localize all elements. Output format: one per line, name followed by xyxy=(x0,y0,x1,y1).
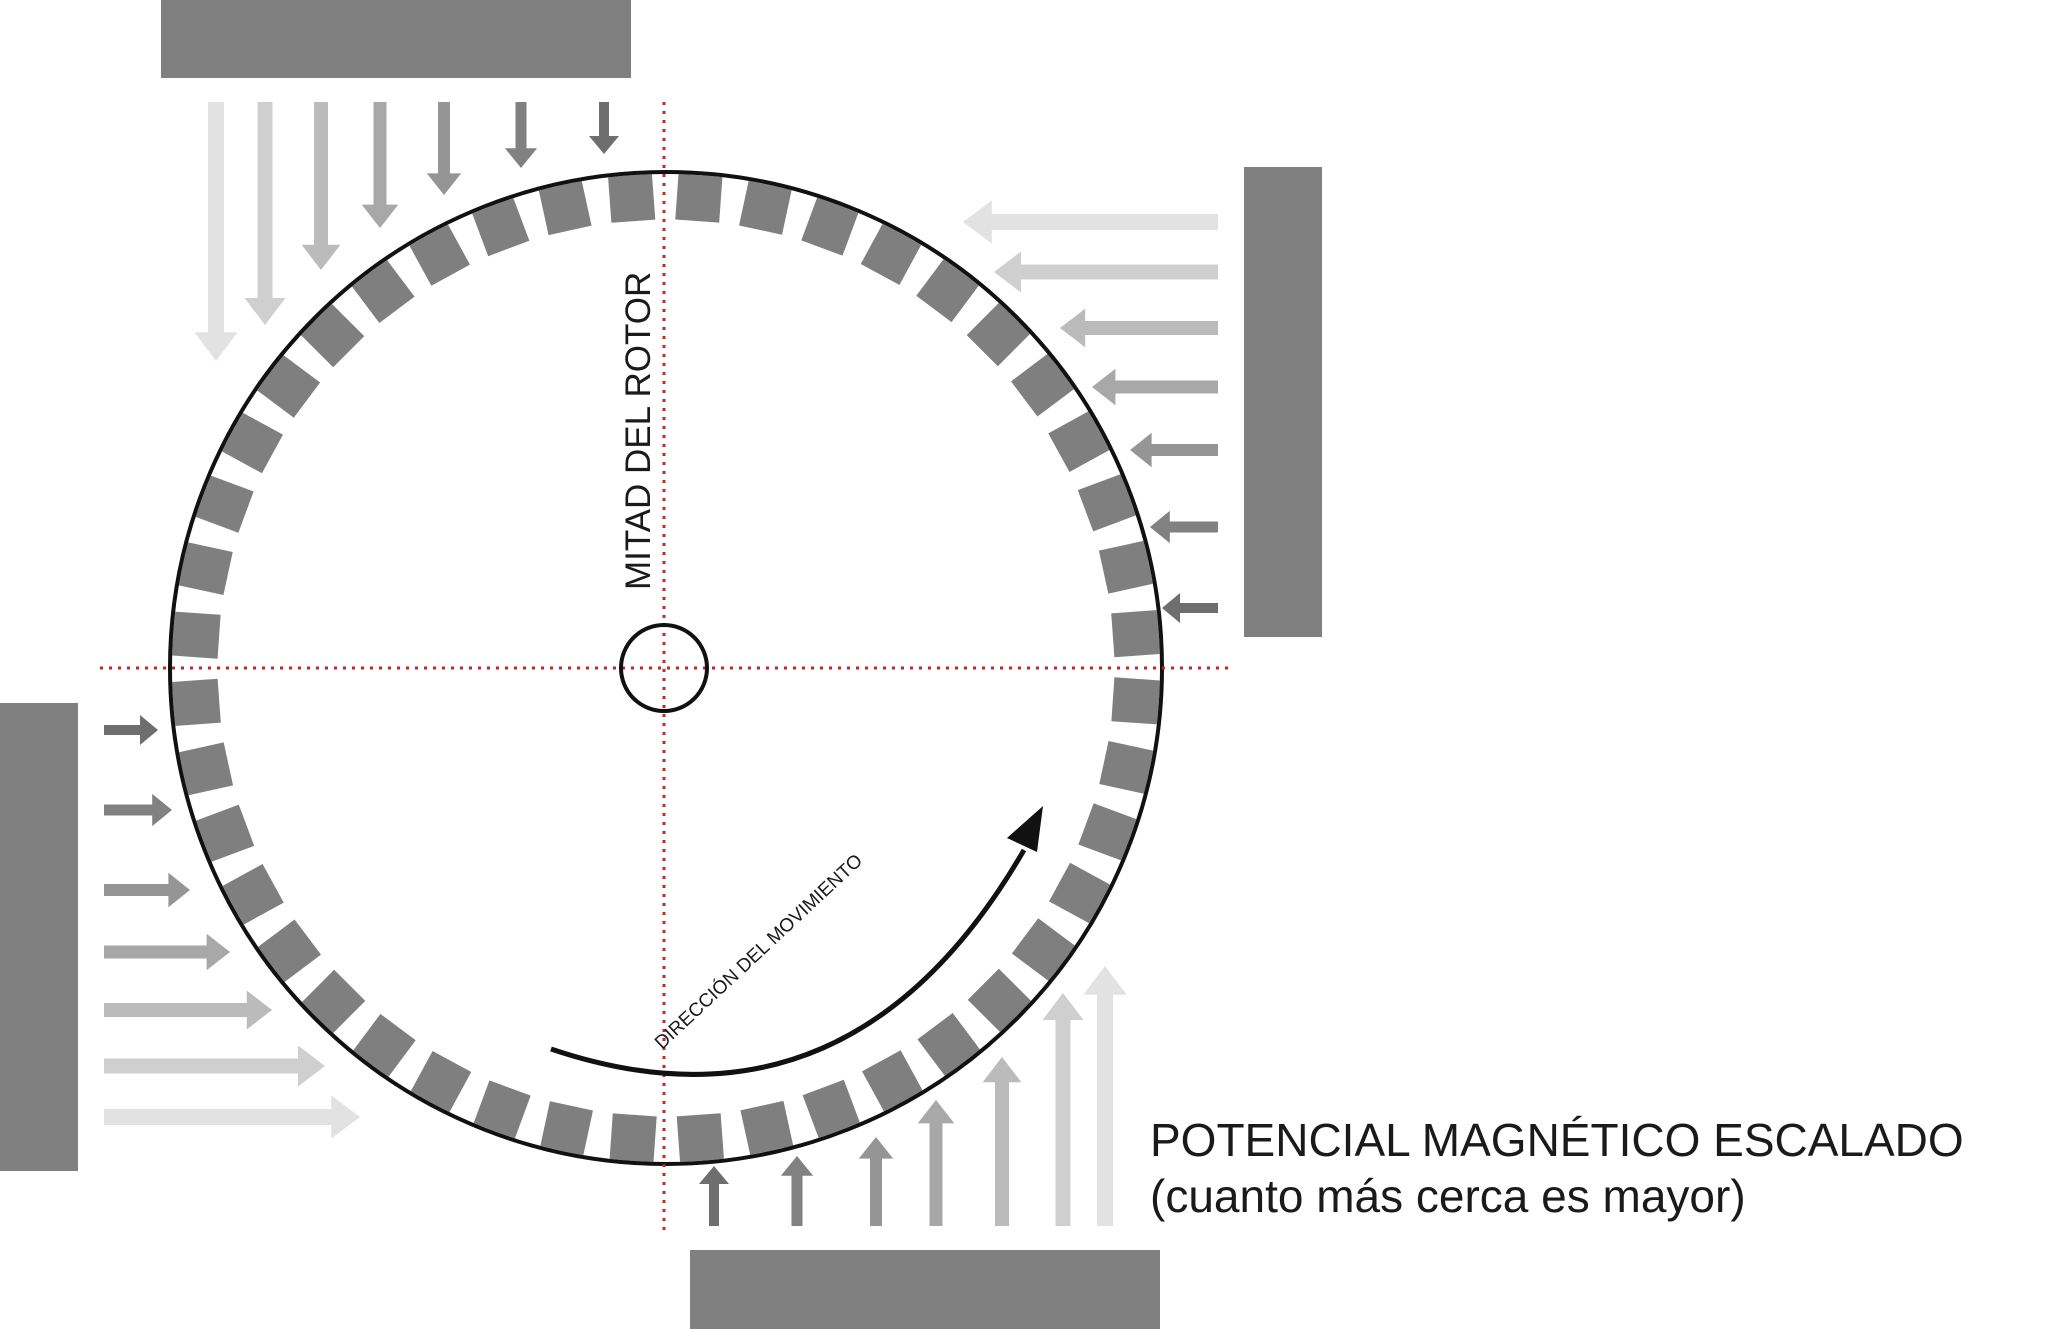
rotor-tooth xyxy=(1099,741,1156,795)
rotor-tooth xyxy=(172,611,221,659)
rotor-tooth xyxy=(802,1079,861,1141)
rotor-tooth xyxy=(538,178,592,236)
force-arrow-icon xyxy=(104,1095,360,1139)
rotor-tooth xyxy=(409,1051,472,1115)
force-arrow-icon xyxy=(104,990,272,1030)
force-arrow-icon xyxy=(104,933,230,971)
rotor-tooth xyxy=(1078,803,1139,862)
force-arrow-icon xyxy=(589,102,619,154)
force-arrow-icon xyxy=(244,102,286,325)
force-arrow-icon xyxy=(104,1045,325,1087)
force-arrow-icon xyxy=(104,872,190,908)
direction-arrowhead-icon xyxy=(1007,806,1043,852)
force-arrow-icon xyxy=(917,1100,955,1226)
force-arrow-icon xyxy=(982,1057,1022,1226)
force-arrow-icon xyxy=(1130,432,1218,468)
rotor-tooth xyxy=(607,174,656,223)
rotor-tooth xyxy=(193,804,255,863)
rotor-tooth xyxy=(609,1113,657,1162)
direction-arrow xyxy=(550,848,1027,1077)
force-arrow-icon xyxy=(194,102,238,361)
rotor-tooth xyxy=(1049,862,1113,925)
magnet-right xyxy=(1244,167,1322,637)
force-arrow-icon xyxy=(1092,368,1218,406)
rotor-tooth xyxy=(966,301,1032,367)
rotor-tooth xyxy=(256,919,321,984)
rotor-tooth xyxy=(539,1101,593,1158)
rotor-tooth xyxy=(801,195,860,256)
rotor-tooth xyxy=(967,968,1033,1034)
rotor-tooth xyxy=(676,1113,725,1162)
caption-title: POTENCIAL MAGNÉTICO ESCALADO xyxy=(1150,1114,1964,1166)
force-arrow-icon xyxy=(699,1166,729,1226)
rotor-tooth xyxy=(219,411,283,474)
rotor-tooth xyxy=(739,178,793,235)
rotor-tooth xyxy=(350,258,415,323)
rotor-half-label: MITAD DEL ROTOR xyxy=(619,272,658,590)
force-arrow-icon xyxy=(1042,993,1084,1226)
force-arrow-icon xyxy=(104,793,172,827)
force-arrow-icon xyxy=(780,1156,814,1226)
force-arrow-icon xyxy=(504,102,538,168)
rotor-tooth xyxy=(917,1013,982,1078)
rotor-tooth xyxy=(1098,540,1156,594)
force-arrows xyxy=(104,102,1218,1226)
rotor-tooth xyxy=(1111,677,1160,725)
rotor-tooth xyxy=(862,1050,924,1114)
rotor-tooth xyxy=(220,864,284,926)
rotor-tooth xyxy=(300,969,366,1035)
force-arrow-icon xyxy=(1162,593,1218,623)
rotor-tooth xyxy=(1111,609,1160,658)
magnet-bottom xyxy=(690,1250,1160,1329)
magnet-top xyxy=(161,0,631,78)
rotor-tooth xyxy=(1011,918,1077,983)
force-arrow-icon xyxy=(994,251,1218,293)
force-arrow-icon xyxy=(1083,966,1127,1226)
rotor-tooth xyxy=(1077,473,1139,532)
legend-caption: POTENCIAL MAGNÉTICO ESCALADO (cuanto más… xyxy=(1150,1112,1964,1224)
rotor-tooth xyxy=(471,195,530,257)
rotor-tooth xyxy=(299,302,365,368)
force-arrow-icon xyxy=(1060,308,1218,348)
rotor-tooth xyxy=(351,1013,416,1079)
force-arrow-icon xyxy=(963,200,1218,244)
force-arrow-icon xyxy=(426,102,462,195)
rotor-tooth xyxy=(916,257,981,323)
force-arrow-icon xyxy=(1150,510,1218,544)
force-arrow-icon xyxy=(858,1137,894,1226)
rotor-tooth xyxy=(176,742,234,796)
rotor-tooth xyxy=(193,474,254,533)
rotor-tooth xyxy=(860,221,923,285)
rotor-tooth xyxy=(1011,352,1076,417)
rotor-shaft xyxy=(619,623,709,713)
caption-subtitle: (cuanto más cerca es mayor) xyxy=(1150,1170,1746,1222)
force-arrow-icon xyxy=(361,102,399,228)
force-arrow-icon xyxy=(104,715,158,745)
rotor-tooth xyxy=(408,222,470,286)
rotor-tooth xyxy=(172,678,221,727)
rotor-tooth xyxy=(255,353,321,418)
rotor-tooth xyxy=(1048,410,1112,472)
rotor-tooth xyxy=(675,174,723,223)
magnet-left xyxy=(0,703,78,1171)
force-arrow-icon xyxy=(301,102,341,270)
direction-label: DIRECCIÓN DEL MOVIMIENTO xyxy=(650,850,867,1054)
rotor-tooth xyxy=(176,541,233,595)
rotor-tooth xyxy=(472,1080,531,1141)
rotor-tooth xyxy=(740,1100,794,1158)
